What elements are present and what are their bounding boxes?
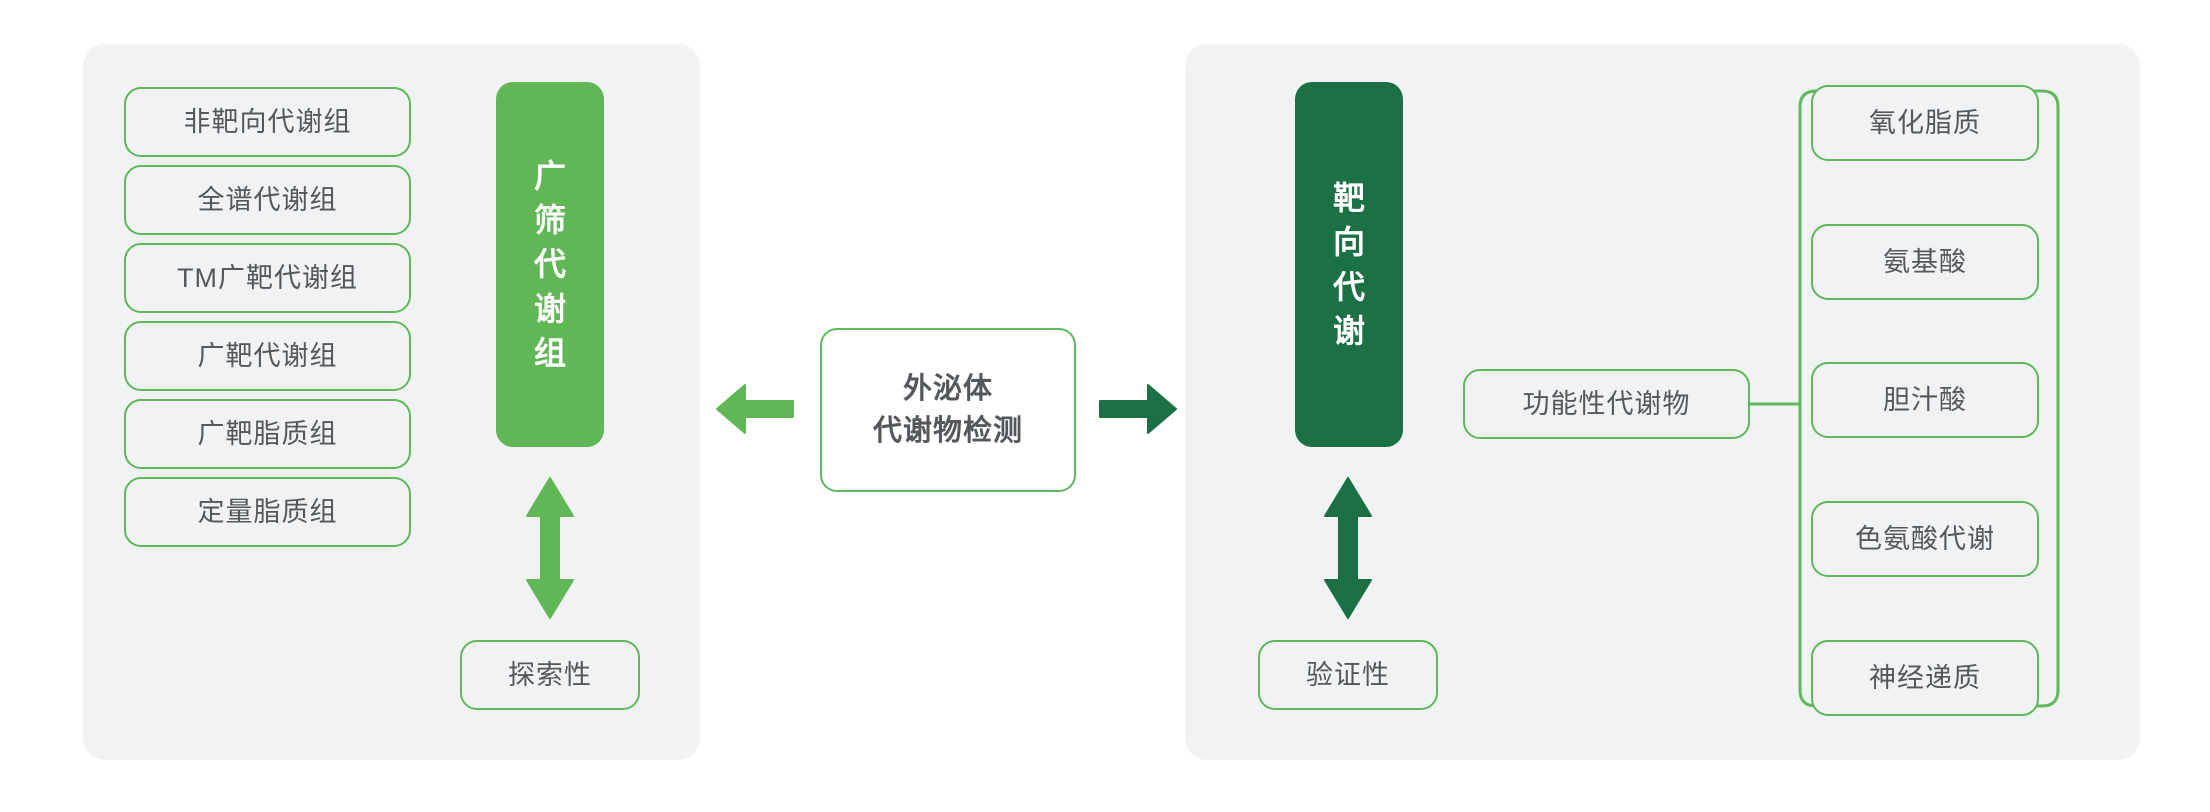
exploratory-pill[interactable]: 探索性 <box>460 640 640 710</box>
method-pill-1[interactable]: 非靶向代谢组 <box>124 87 411 157</box>
target-label: 色氨酸代谢 <box>1855 523 1995 554</box>
targeted-metabolism-label: 靶向代谢 <box>1332 180 1365 349</box>
method-pill-4[interactable]: 广靶代谢组 <box>124 321 411 391</box>
exploratory-label: 探索性 <box>508 659 592 690</box>
targeted-metabolism-block[interactable]: 靶向代谢 <box>1295 82 1403 447</box>
target-pill-4[interactable]: 色氨酸代谢 <box>1811 501 2039 577</box>
method-label: 广靶脂质组 <box>197 418 338 449</box>
broad-screen-metabolome-label: 广筛代谢组 <box>533 158 566 371</box>
validation-pill[interactable]: 验证性 <box>1258 640 1438 710</box>
method-label: 定量脂质组 <box>197 496 338 527</box>
target-pill-3[interactable]: 胆汁酸 <box>1811 362 2039 438</box>
method-pill-2[interactable]: 全谱代谢组 <box>124 165 411 235</box>
method-pill-6[interactable]: 定量脂质组 <box>124 477 411 547</box>
method-label: 非靶向代谢组 <box>183 106 352 137</box>
target-pill-1[interactable]: 氧化脂质 <box>1811 85 2039 161</box>
broad-screen-metabolome-block[interactable]: 广筛代谢组 <box>496 82 604 447</box>
right-arrow-icon <box>1099 384 1177 434</box>
center-line-1: 外泌体 <box>902 372 993 405</box>
center-line-2: 代谢物检测 <box>872 415 1023 447</box>
functional-metabolite-pill[interactable]: 功能性代谢物 <box>1463 369 1750 439</box>
target-label: 氨基酸 <box>1883 246 1967 277</box>
functional-metabolite-label: 功能性代谢物 <box>1522 388 1691 419</box>
center-exosome-box[interactable]: 外泌体 代谢物检测 <box>820 328 1076 492</box>
target-label: 氧化脂质 <box>1869 107 1981 138</box>
method-label: 全谱代谢组 <box>197 184 338 215</box>
left-arrow-icon <box>716 384 794 434</box>
target-pill-5[interactable]: 神经递质 <box>1811 640 2039 716</box>
method-pill-3[interactable]: TM广靶代谢组 <box>124 243 411 313</box>
method-label: 广靶代谢组 <box>197 340 338 371</box>
target-label: 神经递质 <box>1869 662 1981 693</box>
method-pill-5[interactable]: 广靶脂质组 <box>124 399 411 469</box>
target-pill-2[interactable]: 氨基酸 <box>1811 224 2039 300</box>
validation-label: 验证性 <box>1306 659 1390 690</box>
method-label: TM广靶代谢组 <box>177 262 358 293</box>
target-label: 胆汁酸 <box>1883 384 1967 415</box>
